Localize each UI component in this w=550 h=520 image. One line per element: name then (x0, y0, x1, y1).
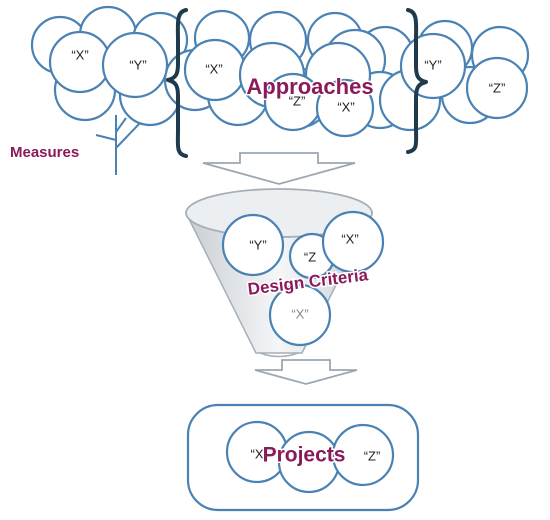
left-brace (166, 8, 188, 158)
right-brace (406, 8, 428, 154)
circle-label-y: “Y” (424, 57, 441, 72)
down-arrow-to-funnel (202, 152, 356, 185)
approach-circle (465, 56, 529, 120)
circle-label-y: “Y” (129, 57, 146, 72)
project-circle (331, 423, 395, 487)
circle-label-z: “Z” (489, 80, 506, 95)
measures-label: Measures (10, 144, 79, 161)
circle-label-x: “X” (205, 61, 222, 76)
criteria-circle (268, 283, 332, 347)
measures-bracket (95, 115, 141, 175)
criteria-circle (221, 213, 285, 277)
approach-circle (101, 31, 169, 99)
circle-label-x: “X” (337, 99, 354, 114)
circle-label-y: “Y” (249, 237, 266, 252)
circle-label-x: “X” (71, 47, 88, 62)
projects-label: Projects (263, 444, 346, 467)
approaches-cloud: “X” “Y” “X” “Z” “X” “Y” “Z” Approaches (30, 5, 530, 138)
circle-label-z: “Z” (289, 93, 306, 108)
circle-label-x: “X” (341, 231, 358, 246)
circle-label-x-partial: “X (251, 446, 264, 461)
circle-label-z-partial: “Z (304, 249, 316, 264)
circle-label-z: “Z” (364, 448, 381, 463)
criteria-circle (321, 210, 385, 274)
approaches-label: Approaches (246, 74, 373, 99)
down-arrow-to-projects (254, 359, 358, 385)
design-criteria-circles: “Y” “Z “X” “X” Design Criteria (221, 210, 385, 347)
projects-container: “X “Z” Projects (186, 403, 420, 512)
circle-label-x: “X” (291, 306, 308, 321)
approach-circle (315, 78, 375, 138)
